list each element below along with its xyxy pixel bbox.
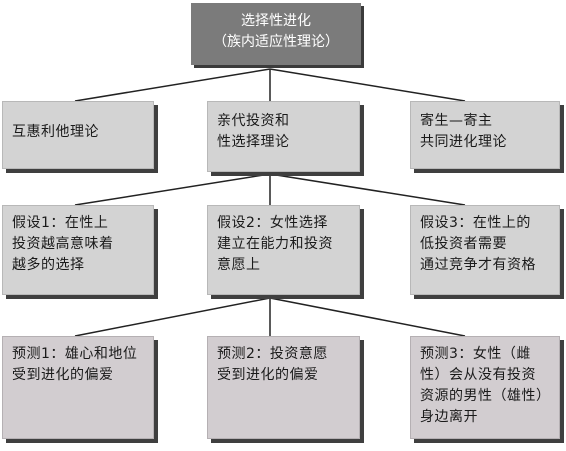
hypothesis-line: 通过竞争才有资格 (420, 257, 536, 273)
prediction-node-1: 预测1：雄心和地位 受到进化的偏爱 (2, 336, 154, 439)
prediction-line: 身边离开 (420, 409, 478, 425)
prediction-line: 预测1：雄心和地位 (12, 346, 138, 362)
root-node: 选择性进化 （族内适应性理论） (191, 3, 361, 65)
hypothesis-line: 假设1：在性上 (12, 215, 109, 231)
hypothesis-node-3: 假设3：在性上的 低投资者需要 通过竞争才有资格 (410, 205, 560, 295)
theory-label: 互惠利他理论 (12, 124, 99, 140)
hypothesis-line: 建立在能力和投资 (217, 236, 333, 252)
root-subtitle: （族内适应性理论） (213, 34, 339, 50)
theory-label-line: 共同进化理论 (420, 134, 507, 150)
connector-root-to-theory-3 (269, 68, 466, 102)
prediction-node-2: 预测2：投资意愿 受到进化的偏爱 (207, 336, 360, 439)
hypothesis-line: 低投资者需要 (420, 236, 507, 252)
hypothesis-line: 投资越高意味着 (12, 236, 114, 252)
prediction-line: 预测2：投资意愿 (217, 346, 328, 362)
prediction-line: 受到进化的偏爱 (217, 367, 319, 383)
hypothesis-line: 假设3：在性上的 (420, 215, 531, 231)
root-title: 选择性进化 (241, 13, 311, 29)
prediction-node-3: 预测3：女性（雌 性）会从没有投资 资源的男性（雄性） 身边离开 (410, 336, 560, 439)
connector-hypothesis-2-to-prediction-3 (269, 297, 466, 337)
connector-theory-2-to-hypothesis-1 (74, 173, 271, 206)
prediction-line: 预测3：女性（雌 (420, 346, 531, 362)
connector-hypothesis-2-to-prediction-1 (74, 297, 271, 337)
theory-node-reciprocal-altruism: 互惠利他理论 (2, 101, 154, 169)
prediction-line: 受到进化的偏爱 (12, 367, 114, 383)
theory-label-line: 性选择理论 (217, 134, 290, 150)
connector-root-to-theory-1 (74, 68, 271, 102)
theory-label-line: 亲代投资和 (217, 113, 290, 129)
hypothesis-node-1: 假设1：在性上 投资越高意味着 越多的选择 (2, 205, 154, 295)
hypothesis-line: 假设2：女性选择 (217, 215, 328, 231)
connector-theory-2-to-hypothesis-3 (269, 173, 466, 206)
theory-node-host-parasite: 寄生—寄主 共同进化理论 (410, 101, 560, 169)
hypothesis-line: 意愿上 (217, 257, 261, 273)
theory-label-line: 寄生—寄主 (420, 113, 493, 129)
hypothesis-line: 越多的选择 (12, 257, 85, 273)
prediction-line: 性）会从没有投资 (420, 367, 536, 383)
prediction-line: 资源的男性（雄性） (420, 388, 551, 404)
theory-node-parental-investment: 亲代投资和 性选择理论 (207, 101, 360, 172)
hypothesis-node-2: 假设2：女性选择 建立在能力和投资 意愿上 (207, 205, 360, 295)
